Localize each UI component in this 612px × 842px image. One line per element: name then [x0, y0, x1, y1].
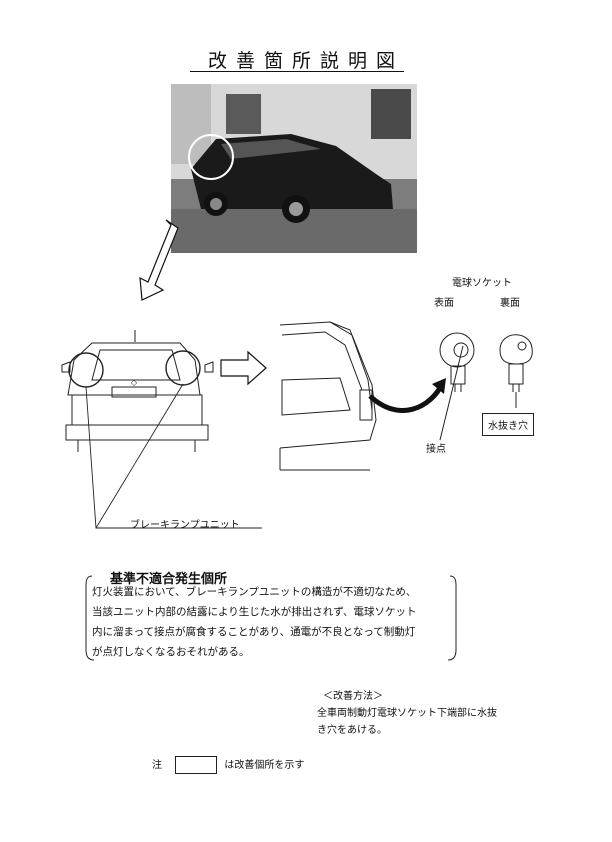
- car-photo: [171, 84, 417, 253]
- contact-label: 接点: [426, 444, 446, 455]
- method-line: 全車両制動灯電球ソケット下端部に水抜: [317, 708, 497, 719]
- method-line: き穴をあける。: [317, 725, 387, 736]
- description-line: が点灯しなくなるおそれがある。: [92, 646, 250, 658]
- drain-hole-label: 水抜き穴: [482, 413, 534, 436]
- hatch-diagram: [279, 321, 377, 471]
- legend-box: [175, 756, 218, 774]
- down-arrow-icon: [139, 219, 179, 301]
- legend-note: 注 は改善個所を示す: [152, 756, 304, 774]
- nonconformity-bracket: [85, 575, 457, 661]
- front-side-label: 表面: [434, 298, 454, 309]
- leader-lines: [85, 383, 262, 529]
- title-underline: [190, 71, 404, 72]
- svg-text:◇: ◇: [131, 378, 138, 387]
- socket-back-icon: [499, 334, 533, 408]
- note-suffix: は改善個所を示す: [224, 760, 305, 771]
- description-line: 当該ユニット内部の結露により生じた水が排出されず、電球ソケット: [92, 606, 417, 618]
- note-prefix: 注: [152, 760, 162, 771]
- description-line: 灯火装置において、ブレーキランプユニットの構造が不適切なため、: [92, 586, 417, 598]
- method-heading: ＜改善方法＞: [323, 691, 383, 702]
- rear-view-diagram: ◇: [61, 330, 214, 452]
- description-line: 内に溜まって接点が腐食することがあり、通電が不良となって制動灯: [92, 626, 416, 638]
- brake-lamp-unit-label: ブレーキランプユニット: [130, 520, 240, 531]
- bulb-socket-label: 電球ソケット: [452, 278, 512, 289]
- right-arrow-icon: [220, 350, 267, 386]
- page-title: 改善箇所説明図: [207, 50, 404, 72]
- back-side-label: 裏面: [500, 298, 520, 309]
- nonconformity-heading: 基準不適合発生個所: [106, 568, 232, 587]
- improvement-method: ＜改善方法＞ 全車両制動灯電球ソケット下端部に水抜 き穴をあける。: [317, 688, 497, 739]
- curved-arrow-icon: [368, 386, 443, 413]
- nonconformity-description: 灯火装置において、ブレーキランプユニットの構造が不適切なため、 当該ユニット内部…: [92, 582, 460, 662]
- socket-front-icon: [439, 332, 475, 441]
